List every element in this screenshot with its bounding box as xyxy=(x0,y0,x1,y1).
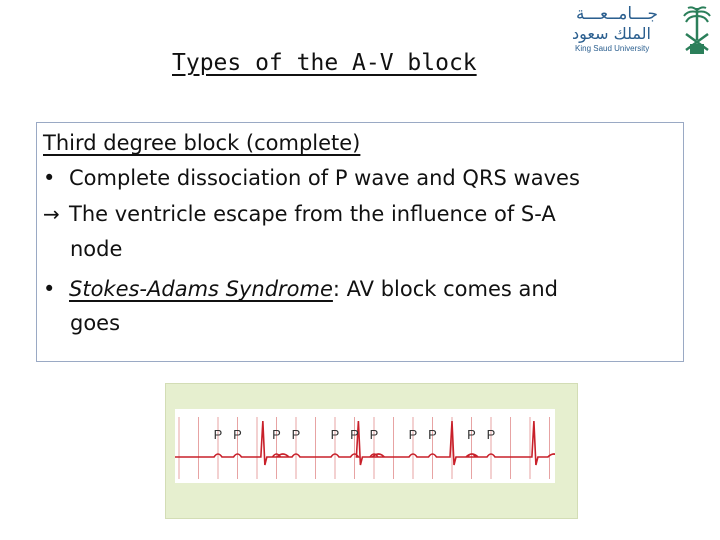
slide-title: Types of the A-V block xyxy=(172,50,477,76)
arrow-icon: → xyxy=(43,202,60,226)
p-wave-label: P xyxy=(331,427,340,442)
bullet-text-2-continued: goes xyxy=(70,311,121,335)
p-wave-label: P xyxy=(350,427,359,442)
bullet-text-2: : AV block comes and xyxy=(332,277,559,301)
p-wave-label: P xyxy=(272,427,281,442)
p-wave-label: P xyxy=(214,427,223,442)
arrow-text-continued: node xyxy=(70,237,123,261)
logo-english-name: King Saud University xyxy=(575,44,650,53)
content-box xyxy=(36,122,684,362)
bullet-text-1: Complete dissociation of P wave and QRS … xyxy=(69,166,580,190)
p-wave-label: P xyxy=(428,427,437,442)
palm-swords-emblem-icon xyxy=(683,6,711,54)
ecg-waveform xyxy=(175,420,562,466)
arrow-line: → The ventricle escape from the influence… xyxy=(43,202,556,226)
p-wave-label: P xyxy=(409,427,418,442)
university-logo: جـــامــعـــة الملك سعود King Saud Unive… xyxy=(548,0,720,64)
bullet-line-2: • Stokes-Adams Syndrome: AV block comes a… xyxy=(43,277,558,301)
arrow-text: The ventricle escape from the influence … xyxy=(69,202,556,226)
logo-arabic-line1: جـــامــعـــة xyxy=(576,4,658,24)
stokes-adams-term: Stokes-Adams Syndrome xyxy=(69,277,333,301)
section-heading: Third degree block (complete) xyxy=(43,131,361,155)
logo-arabic-line2: الملك سعود xyxy=(572,24,651,43)
bullet-line-1: • Complete dissociation of P wave and QRS… xyxy=(43,166,580,190)
p-wave-label: P xyxy=(292,427,301,442)
p-wave-label: P xyxy=(487,427,496,442)
p-wave-label: P xyxy=(233,427,242,442)
p-wave-label: P xyxy=(467,427,476,442)
p-wave-label: P xyxy=(370,427,379,442)
bullet-marker: • xyxy=(43,277,56,301)
bullet-marker: • xyxy=(43,166,56,190)
